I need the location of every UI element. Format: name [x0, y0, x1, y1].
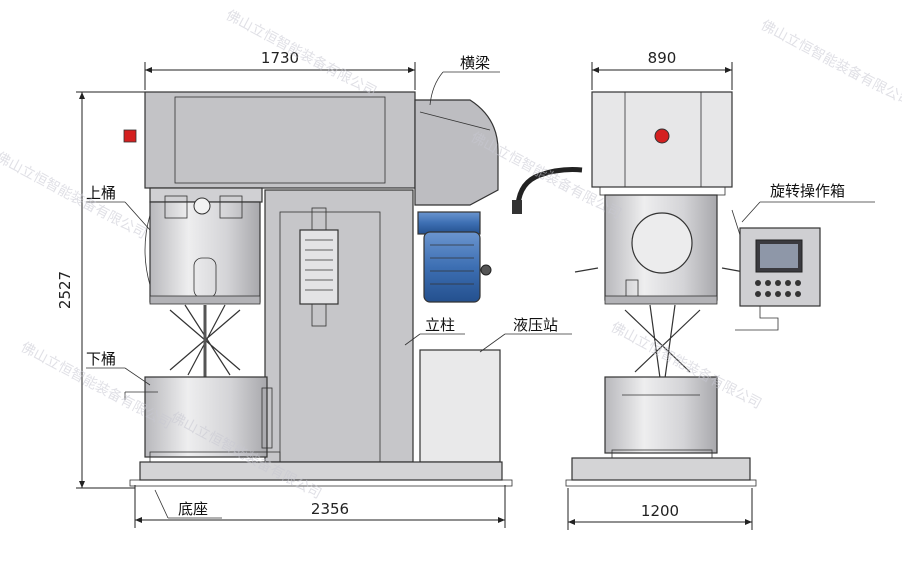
dim-top-front: 1730 — [144, 49, 416, 90]
dim-base-side: 1200 — [567, 488, 753, 530]
dim-text-2356: 2356 — [311, 500, 349, 518]
svg-text:上桶: 上桶 — [86, 184, 116, 202]
hydraulic-station-block — [419, 349, 501, 463]
dim-height-front: 2527 — [56, 91, 145, 489]
base-frame — [129, 451, 513, 487]
dim-base-front: 2356 — [134, 485, 506, 528]
side-lower-barrel — [604, 376, 718, 454]
rotary-control-box — [731, 209, 821, 331]
svg-text:下桶: 下桶 — [86, 350, 116, 368]
side-paddles — [624, 304, 701, 379]
cable — [515, 167, 583, 206]
gear-cover — [414, 99, 499, 206]
column-block — [264, 189, 414, 463]
front-view: 1730 2527 2356 — [56, 49, 572, 528]
watermark-text: 佛山立恒智能装备有限公司 — [758, 17, 902, 111]
sight-window — [631, 212, 693, 274]
mixer-paddles — [169, 304, 241, 378]
dim-text-890: 890 — [648, 49, 677, 67]
label-crossbeam: 横梁 — [429, 54, 500, 106]
label-rotary-control-box: 旋转操作箱 — [741, 182, 875, 223]
pressure-gauge-icon — [193, 197, 211, 215]
watermark-text: 佛山立恒智能装备有限公司 — [223, 7, 379, 101]
red-lamp-icon — [123, 129, 137, 143]
side-view: 890 1200 — [512, 49, 875, 530]
label-upper-barrel: 上桶 — [86, 184, 151, 231]
svg-text:液压站: 液压站 — [513, 316, 558, 334]
svg-text:立柱: 立柱 — [425, 316, 455, 334]
crossbeam-block — [144, 91, 416, 189]
watermark-text: 佛山立恒智能装备有限公司 — [0, 149, 149, 243]
column-handle — [299, 229, 339, 305]
label-column: 立柱 — [404, 316, 465, 346]
upper-barrel — [144, 187, 263, 305]
svg-text:旋转操作箱: 旋转操作箱 — [770, 182, 845, 200]
motor — [417, 211, 492, 303]
lower-barrel — [124, 376, 273, 458]
side-base-frame — [565, 449, 757, 487]
dim-top-side: 890 — [591, 49, 733, 90]
label-hydraulic-station: 液压站 — [479, 316, 572, 353]
label-lower-barrel: 下桶 — [86, 350, 151, 386]
label-base: 底座 — [154, 489, 222, 519]
svg-text:横梁: 横梁 — [460, 54, 490, 72]
svg-text:底座: 底座 — [178, 500, 208, 518]
red-button-icon — [654, 128, 670, 144]
dim-text-1200: 1200 — [641, 502, 679, 520]
dim-text-2527: 2527 — [56, 271, 74, 309]
dim-text-1730: 1730 — [261, 49, 299, 67]
